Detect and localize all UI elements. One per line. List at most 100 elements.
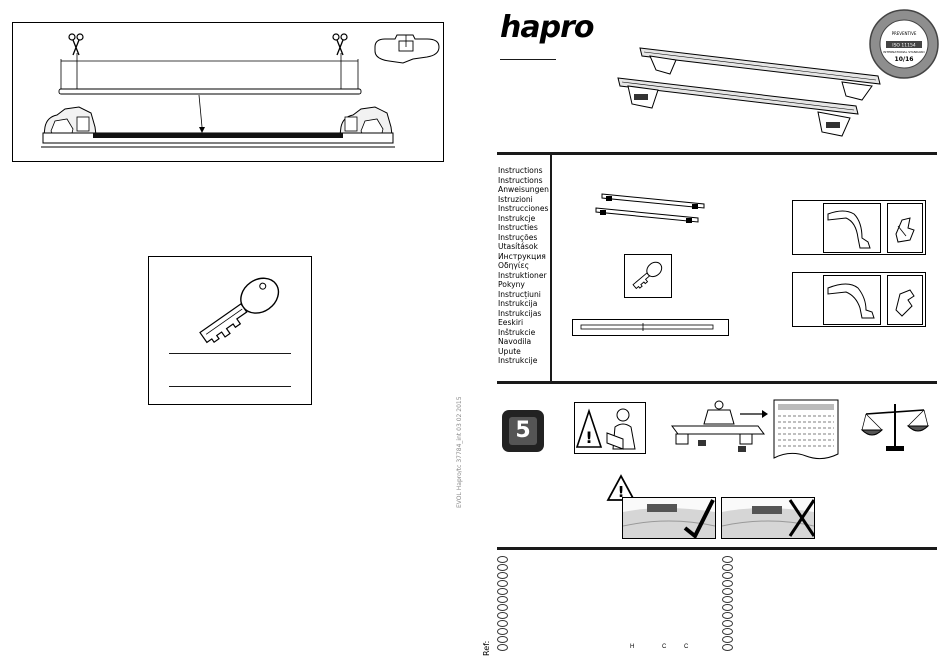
car-roof-correct xyxy=(622,499,716,540)
lang-circle xyxy=(722,628,733,635)
document-table-icon xyxy=(773,399,839,460)
brand-logo: hapro xyxy=(500,10,594,45)
lang-circle xyxy=(722,596,733,603)
tool-badge: 5 xyxy=(502,410,544,452)
language-item: Instructions xyxy=(498,175,543,185)
key-number-line-2 xyxy=(169,386,291,387)
cut-bar-diagram xyxy=(41,33,440,148)
language-item: Инструкция xyxy=(498,251,546,261)
lang-circle xyxy=(497,604,508,611)
fitting-kit-box-1 xyxy=(792,200,926,255)
bracket-icon xyxy=(827,283,875,319)
language-flag-column-left xyxy=(497,556,508,651)
scale-icon xyxy=(860,404,930,451)
kit-key-box xyxy=(624,254,672,298)
language-flag-column-right xyxy=(722,556,733,651)
section-rule-mid xyxy=(497,381,937,384)
read-manual-box: ! xyxy=(574,402,646,454)
key-number-frame xyxy=(148,256,312,405)
language-item: Instruktioner xyxy=(498,270,547,280)
lang-circle xyxy=(722,572,733,579)
warning-badge: ! xyxy=(606,474,636,507)
seal-code: 10/16 xyxy=(895,56,914,63)
language-item: Instrucciones xyxy=(498,204,549,213)
language-item: Instruções xyxy=(498,232,538,242)
language-item: Instructions xyxy=(498,166,543,175)
lang-circle xyxy=(722,612,733,619)
seal-low-text: INTERNATIONAL STANDARD xyxy=(883,50,925,54)
fitting-part-frame xyxy=(887,203,923,253)
language-item: Instrukcje xyxy=(498,213,536,223)
svg-text:!: ! xyxy=(585,428,592,447)
svg-text:!: ! xyxy=(618,483,625,501)
language-item: Upute xyxy=(498,346,521,356)
warning-icon: ! xyxy=(606,474,636,501)
cut-instruction-frame xyxy=(12,22,444,162)
fitting-bracket-frame xyxy=(823,275,881,325)
lang-circle xyxy=(722,564,733,571)
language-item: Instrucțiuni xyxy=(498,289,541,299)
lang-circle xyxy=(497,620,508,627)
fitting-kit-box-2 xyxy=(792,272,926,327)
scissors-icon xyxy=(68,33,84,56)
bracket-icon xyxy=(827,210,871,249)
lang-circle xyxy=(722,620,733,627)
kit-rubber-strip-box xyxy=(572,319,729,336)
language-list: Instructions Instructions Anweisungen Is… xyxy=(498,166,554,366)
lang-circle xyxy=(722,636,733,643)
language-item: Οδηγίες xyxy=(498,261,530,270)
language-item: Eeskiri xyxy=(498,318,524,327)
key-number-line-1 xyxy=(169,353,291,354)
language-item: Navodila xyxy=(498,337,532,346)
car-roof-incorrect xyxy=(721,499,816,538)
warning-icon: ! xyxy=(575,408,636,450)
lang-circle xyxy=(497,572,508,579)
key-icon xyxy=(632,261,663,290)
language-item: Anweisungen xyxy=(498,185,549,194)
key-icon xyxy=(199,277,280,344)
kit-bars-icon xyxy=(595,193,705,223)
print-code-text: EVOL Hapro/tc 37784_int 03 02 2015 xyxy=(456,396,463,508)
incorrect-mount-box xyxy=(721,497,816,539)
language-item: Pokyny xyxy=(498,280,525,289)
weight-load-icon xyxy=(671,400,768,452)
lang-circle xyxy=(722,644,733,651)
bottom-mark: H xyxy=(630,644,635,650)
section-rule-top xyxy=(497,152,937,155)
fitting-part-frame xyxy=(887,275,923,325)
lang-circle xyxy=(722,604,733,611)
lang-circle xyxy=(497,644,508,651)
seal-mid-text: ISO 11154 xyxy=(892,43,916,49)
bar-profile-icon xyxy=(374,34,440,64)
logo-underline xyxy=(500,59,556,60)
logo-text: hapro xyxy=(500,10,594,45)
tool-badge-inner: 5 xyxy=(509,417,537,445)
roof-bars-illustration xyxy=(617,47,881,137)
bottom-mark: C xyxy=(684,644,689,650)
lang-circle xyxy=(497,564,508,571)
section-rule-bottom xyxy=(497,547,937,550)
fitting-bracket-frame xyxy=(823,203,881,253)
ref-label: Ref: xyxy=(482,640,491,656)
correct-mount-box xyxy=(622,497,716,540)
language-item: Utasítások xyxy=(498,242,538,251)
language-item: Instrukcije xyxy=(498,356,538,365)
language-item: Instructies xyxy=(498,223,538,232)
bottom-mark: C xyxy=(662,644,667,650)
seal-top-text: PREVENTIVE xyxy=(892,31,917,36)
language-item: Instrukcija xyxy=(498,299,538,308)
lang-circle xyxy=(497,556,508,563)
scissors-icon xyxy=(332,33,348,56)
lang-circle xyxy=(497,596,508,603)
language-item: Instrukcijas xyxy=(498,308,542,318)
tool-badge-number: 5 xyxy=(515,418,531,443)
language-item: Istruzioni xyxy=(498,194,533,204)
language-divider xyxy=(550,155,552,382)
certification-seal: PREVENTIVE ISO 11154 INTERNATIONAL STAND… xyxy=(869,9,939,79)
lang-circle xyxy=(497,580,508,587)
language-item: Inštrukcie xyxy=(498,327,536,337)
lang-circle xyxy=(497,612,508,619)
clamp-part-icon xyxy=(895,289,915,317)
lang-circle xyxy=(497,588,508,595)
lang-circle xyxy=(722,588,733,595)
